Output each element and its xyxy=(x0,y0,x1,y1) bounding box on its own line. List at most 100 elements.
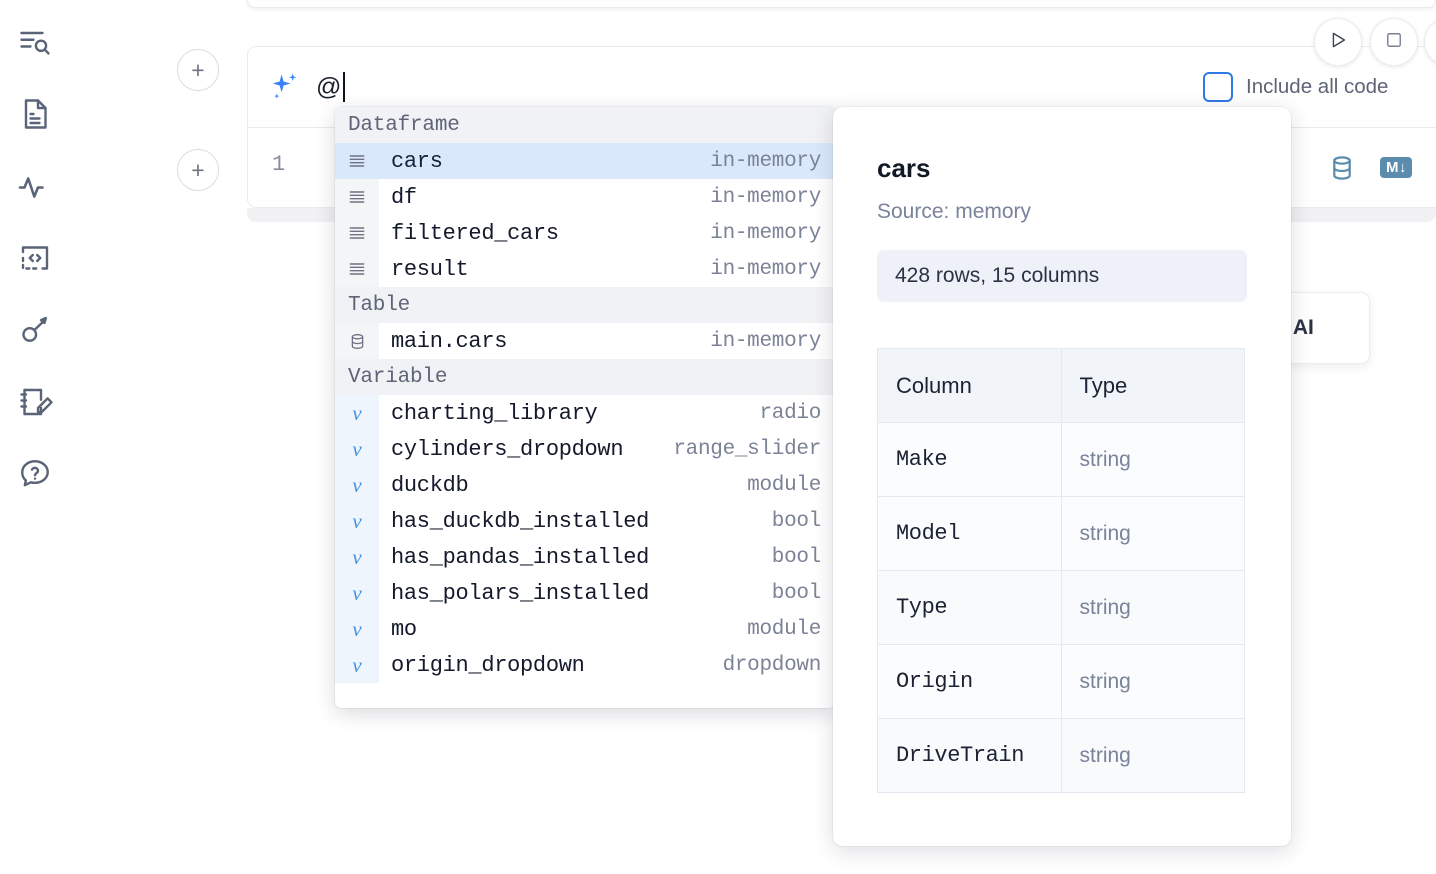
autocomplete-item[interactable]: df in-memory xyxy=(335,179,835,215)
cell-above-clipped xyxy=(247,0,1436,8)
detail-shape-badge: 428 rows, 15 columns xyxy=(877,250,1247,302)
markdown-icon[interactable]: M↓ xyxy=(1380,157,1412,178)
schema-column-type: string xyxy=(1060,422,1245,497)
autocomplete-item-name: filtered_cars xyxy=(391,220,559,246)
schema-type-header: Type xyxy=(1060,348,1245,423)
include-all-code-checkbox[interactable] xyxy=(1203,72,1233,102)
sidebar-item-scratchpad[interactable] xyxy=(13,378,57,426)
autocomplete-item-type: in-memory xyxy=(710,257,821,281)
run-button[interactable] xyxy=(1314,18,1362,66)
schema-column-type: string xyxy=(1060,570,1245,645)
autocomplete-item-type: module xyxy=(747,473,821,497)
ai-prompt-input[interactable]: @ xyxy=(302,47,1170,127)
autocomplete-item-name: result xyxy=(391,256,469,282)
autocomplete-item-type: bool xyxy=(771,545,822,569)
text-caret xyxy=(342,72,345,102)
schema-column-type: string xyxy=(1060,718,1245,793)
autocomplete-item-type: dropdown xyxy=(722,653,822,677)
add-cell-button-bottom[interactable]: + xyxy=(177,149,219,191)
schema-column-name: Type xyxy=(877,570,1062,645)
variable-icon: v xyxy=(335,431,379,467)
sidebar-item-secrets[interactable] xyxy=(13,306,57,354)
autocomplete-item-type: in-memory xyxy=(710,185,821,209)
schema-table-header-row: Column Type xyxy=(877,348,1245,423)
include-all-code-toggle[interactable]: Include all code xyxy=(1203,72,1388,102)
dataframe-icon xyxy=(335,215,379,251)
file-document-icon xyxy=(17,96,53,132)
autocomplete-item-type: bool xyxy=(771,581,822,605)
square-stop-icon xyxy=(1384,30,1404,55)
activity-pulse-icon xyxy=(17,168,53,204)
line-number: 1 xyxy=(272,152,286,177)
sidebar-item-snippets[interactable] xyxy=(13,234,57,282)
autocomplete-item-name: origin_dropdown xyxy=(391,652,585,678)
autocomplete-item-name: duckdb xyxy=(391,472,469,498)
variable-icon: v xyxy=(335,467,379,503)
autocomplete-item-name: cars xyxy=(391,148,443,174)
autocomplete-group-header: Variable xyxy=(335,359,835,395)
outline-search-icon xyxy=(17,24,53,60)
schema-column-type: string xyxy=(1060,496,1245,571)
sidebar-rail xyxy=(0,0,70,874)
autocomplete-item-type: bool xyxy=(771,509,822,533)
help-chat-icon xyxy=(17,456,53,492)
variable-icon: v xyxy=(335,539,379,575)
autocomplete-item-type: module xyxy=(747,617,821,641)
variable-icon: v xyxy=(335,575,379,611)
sidebar-item-activity[interactable] xyxy=(13,162,57,210)
autocomplete-group-header: Table xyxy=(335,287,835,323)
schema-column-name: Model xyxy=(877,496,1062,571)
autocomplete-item-name: df xyxy=(391,184,417,210)
autocomplete-item-type: range_slider xyxy=(673,437,821,461)
stop-button[interactable] xyxy=(1370,18,1418,66)
add-cell-button-top[interactable]: + xyxy=(177,49,219,91)
markdown-letter: M xyxy=(1386,159,1399,176)
autocomplete-item[interactable]: main.cars in-memory xyxy=(335,323,835,359)
dataframe-icon xyxy=(335,143,379,179)
autocomplete-item[interactable]: result in-memory xyxy=(335,251,835,287)
variable-icon: v xyxy=(335,611,379,647)
code-snippet-icon xyxy=(17,240,53,276)
autocomplete-item-type: in-memory xyxy=(710,329,821,353)
key-icon xyxy=(17,312,53,348)
schema-column-header: Column xyxy=(877,348,1062,423)
schema-column-name: Make xyxy=(877,422,1062,497)
detail-title: cars xyxy=(877,153,931,183)
schema-column-name: Origin xyxy=(877,644,1062,719)
dataframe-icon xyxy=(335,251,379,287)
sidebar-item-file[interactable] xyxy=(13,90,57,138)
autocomplete-group-header: Dataframe xyxy=(335,107,835,143)
scratchpad-edit-icon xyxy=(17,384,53,420)
variable-icon: v xyxy=(335,395,379,431)
schema-column-name: DriveTrain xyxy=(877,718,1062,793)
autocomplete-item-name: cylinders_dropdown xyxy=(391,436,624,462)
schema-column-type: string xyxy=(1060,644,1245,719)
database-icon[interactable] xyxy=(1328,154,1356,182)
autocomplete-item-name: mo xyxy=(391,616,417,642)
dataframe-detail-panel: cars Source: memory 428 rows, 15 columns… xyxy=(833,107,1291,846)
autocomplete-item-type: radio xyxy=(759,401,821,425)
autocomplete-item-name: main.cars xyxy=(391,328,508,354)
dataframe-icon xyxy=(335,179,379,215)
autocomplete-item-name: has_duckdb_installed xyxy=(391,508,650,534)
sidebar-item-help[interactable] xyxy=(13,450,57,498)
autocomplete-item[interactable]: v cylinders_dropdown range_slider xyxy=(335,431,835,467)
sidebar-item-outline-search[interactable] xyxy=(13,18,57,66)
